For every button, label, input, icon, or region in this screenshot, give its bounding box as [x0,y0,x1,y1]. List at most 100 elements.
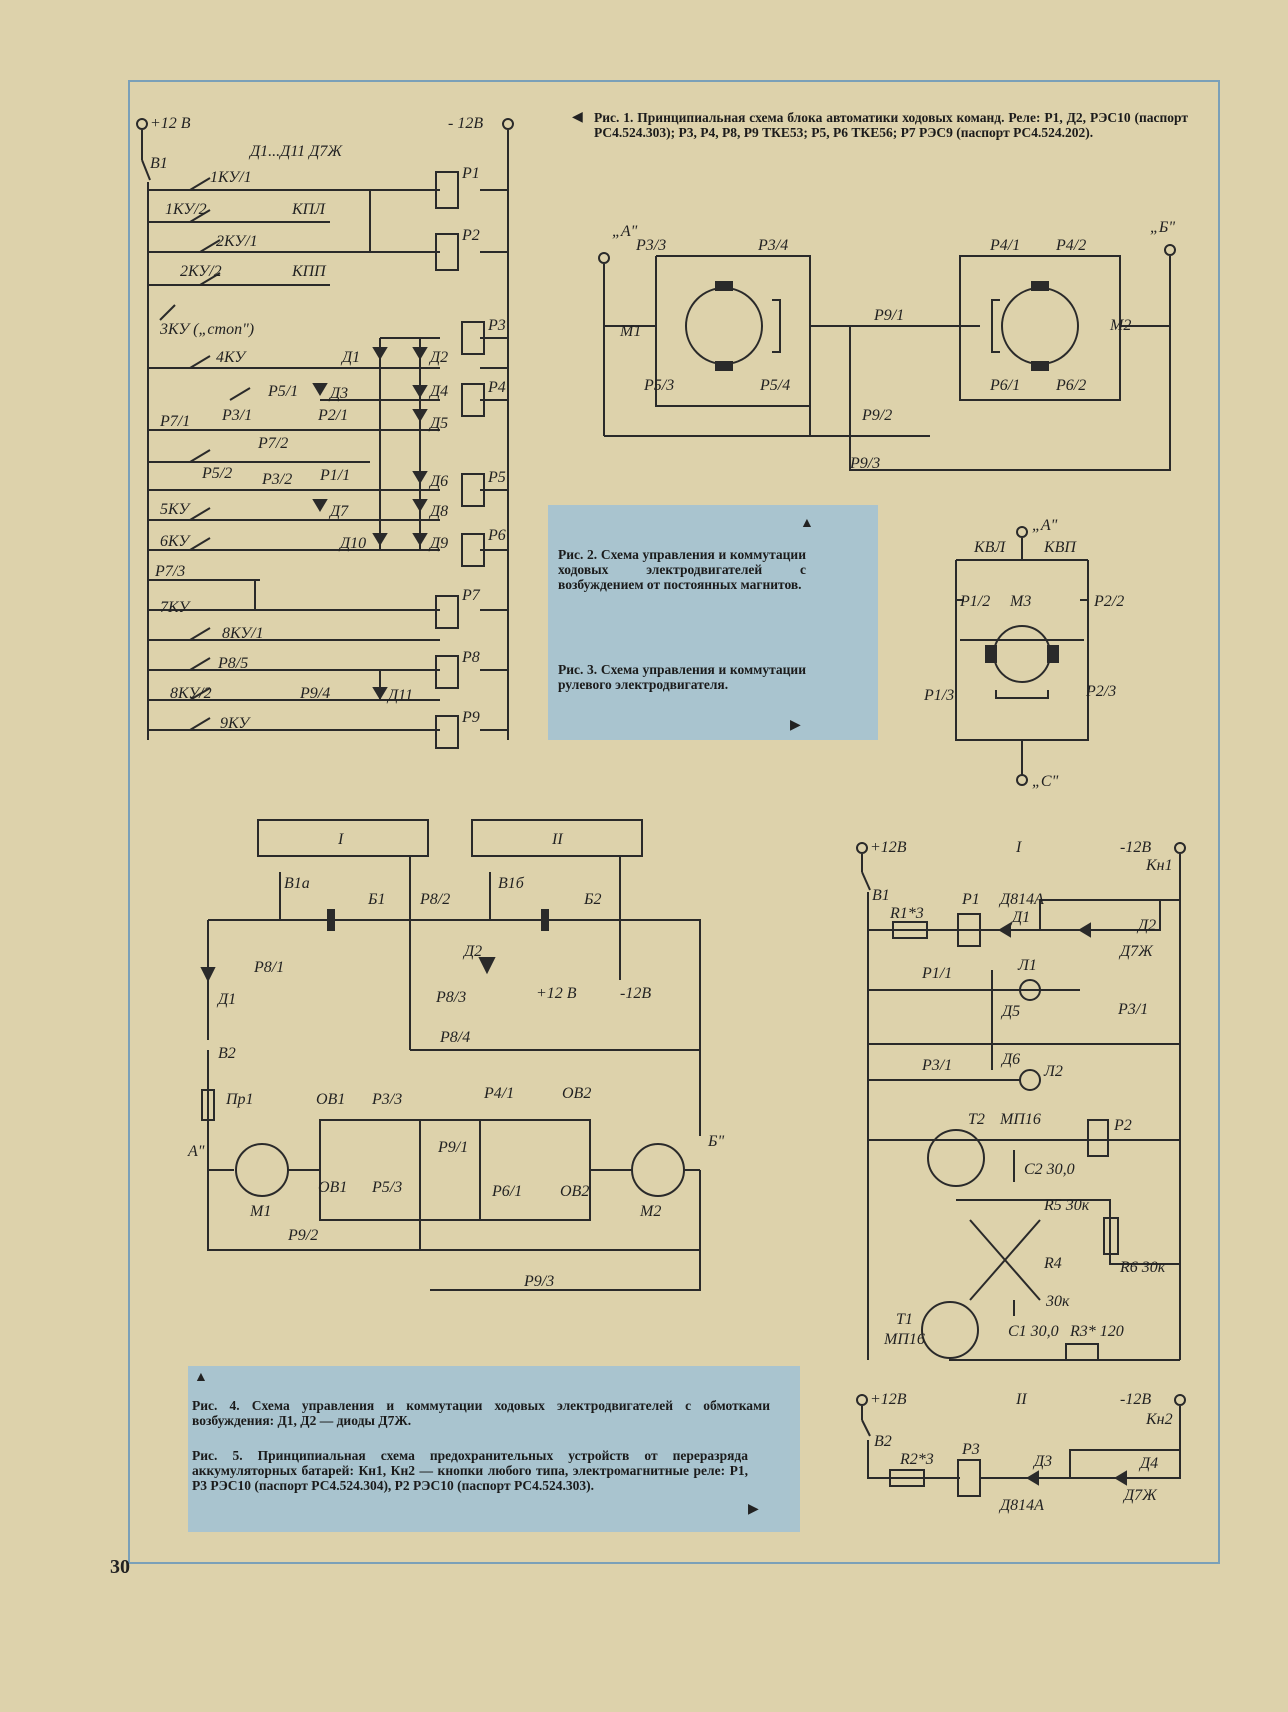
label-fig2-a: „А" [612,223,638,240]
label-fig5-d7zh-bottom: Д7Ж [1122,1487,1158,1504]
caption-fig1-arrow-icon: ◀ [572,108,583,124]
label-fig5-t2: Т2 [968,1111,985,1128]
label-fig5-d7zh-top: Д7Ж [1118,943,1154,960]
label-fig4-p8-4: Р8/4 [439,1029,470,1046]
label-fig1-b1: В1 [150,155,168,172]
label-fig4-pr1: Пр1 [225,1091,254,1108]
label-fig2-p5-4: Р5/4 [759,377,790,394]
label-fig4-b1b: В1б [498,875,525,892]
figure-4-motor-with-field: I II В1а В1б Б1 Б2 Р8/2 Д2 +12 В -12В Р8… [187,819,724,1291]
block-i [257,819,429,857]
label-fig1-7ky: 7КУ [160,599,191,616]
relay-coil-p9 [435,715,459,749]
label-fig2-p3-3: Р3/3 [635,237,666,254]
label-fig1-d1: Д1 [340,349,360,366]
label-fig3-p2-2: Р2/2 [1093,593,1124,610]
label-fig5-minus12-top: -12В [1120,839,1151,856]
caption-fig4: Рис. 4. Схема управления и коммутации хо… [192,1398,770,1428]
label-fig4-ob1-top: ОВ1 [316,1091,345,1108]
relay-coil-p2 [435,233,459,271]
caption-fig5-text: Рис. 5. Принципиальная схема предохранит… [192,1448,748,1493]
label-fig5-c1: С1 30,0 [1008,1323,1059,1340]
caption-fig1: Рис. 1. Принципиальная схема блока автом… [594,110,1188,140]
label-fig1-d5: Д5 [428,415,448,432]
figure-1-relay-logic: +12 В - 12В В1 Д1...Д11 Д7Ж 1КУ/1 1КУ/2 … [136,115,514,749]
caption-box-fig2-3 [548,505,878,740]
label-fig1-6ky: 6КУ [160,533,191,550]
label-fig5-d814a-top: Д814А [998,891,1044,908]
label-fig1-d6: Д6 [428,473,448,490]
motor-m3-fig3 [993,625,1051,683]
label-fig2-m2: М2 [1109,317,1131,334]
relay-coil-p5 [461,473,485,507]
label-fig2-p6-2: Р6/2 [1055,377,1086,394]
caption-fig2-arrow-icon: ▲ [800,514,814,530]
label-fig3-kvp: КВП [1043,539,1077,556]
label-fig1-5ky: 5КУ [160,501,191,518]
label-fig5-mp16-top: МП16 [999,1111,1041,1128]
label-fig3-c: „С" [1032,773,1059,790]
label-fig4-bat-b2: Б2 [583,891,601,908]
label-fig2-p6-1: Р6/1 [989,377,1020,394]
label-fig2-p9-3: Р9/3 [849,455,880,472]
figure-3-steering-motor: „А" КВЛ КВП Р1/2 М3 Р2/2 Р1/3 Р2/3 „С" [923,517,1124,790]
label-fig1-p1-1: Р1/1 [319,467,350,484]
label-fig4-ob1-bot: ОВ1 [318,1179,347,1196]
label-fig5-d2: Д2 [1136,917,1156,934]
label-fig5-r4-value: 30к [1045,1293,1070,1310]
page-frame [128,80,1220,1564]
caption-fig4-text: Рис. 4. Схема управления и коммутации хо… [192,1398,770,1428]
label-fig4-p9-3: Р9/3 [523,1273,554,1290]
label-fig1-1ky1: 1КУ/1 [210,169,252,186]
label-fig4-block-ii: II [551,831,563,848]
label-fig4-ob2-top: ОВ2 [562,1085,591,1102]
label-fig5-minus12-bottom: -12В [1120,1391,1151,1408]
label-fig3-p1-3: Р1/3 [923,687,954,704]
label-fig2-b: „Б" [1150,219,1175,236]
motor-m1-fig4 [235,1143,289,1197]
relay-coil-p4 [461,383,485,417]
label-fig4-p8-2: Р8/2 [419,891,450,908]
label-fig1-2ky1: 2КУ/1 [216,233,258,250]
label-fig5-b2: В2 [874,1433,892,1450]
label-fig5-kn1: Кн1 [1145,857,1173,874]
label-fig5-section-ii: II [1015,1391,1027,1408]
label-fig1-p5-1: Р5/1 [267,383,298,400]
block-ii [471,819,643,857]
label-fig5-d1: Д1 [1010,909,1030,926]
label-fig1-diodes: Д1...Д11 Д7Ж [248,143,343,160]
label-fig1-d7: Д7 [328,503,349,520]
label-fig5-r4: R4 [1043,1255,1062,1272]
caption-fig3-text: Рис. 3. Схема управления и коммутации ру… [558,662,806,692]
label-fig5-p3-1-right: Р3/1 [1117,1001,1148,1018]
terminal-plus12-fig1 [136,118,148,130]
label-fig5-p3: Р3 [961,1441,980,1458]
label-fig4-block-i: I [337,831,344,848]
label-fig1-p2: Р2 [461,227,480,244]
relay-coil-p6 [461,533,485,567]
label-fig4-ob2-bot: ОВ2 [560,1183,589,1200]
label-fig5-p1: Р1 [961,891,980,908]
label-fig2-p4-2: Р4/2 [1055,237,1086,254]
diode-d9 [412,533,428,546]
caption-fig3: Рис. 3. Схема управления и коммутации ру… [558,662,806,692]
label-fig4-b: Б" [707,1133,724,1150]
relay-coil-p3 [461,321,485,355]
label-fig1-9ky: 9КУ [220,715,251,732]
label-fig2-m1: М1 [619,323,641,340]
label-fig5-p3-1-left: Р3/1 [921,1057,952,1074]
label-fig5-p2: Р2 [1113,1117,1132,1134]
label-fig3-p1-2: Р1/2 [959,593,990,610]
label-fig3-p2-3: Р2/3 [1085,683,1116,700]
figure-2-motor-switching: „А" „Б" Р3/3 Р3/4 М1 Р5/3 Р5/4 Р9/1 Р9/2… [598,219,1176,472]
label-fig1-p8-5: Р8/5 [217,655,248,672]
label-fig2-p4-1: Р4/1 [989,237,1020,254]
label-fig4-p9-2: Р9/2 [287,1227,318,1244]
label-fig1-2ky2: 2КУ/2 [180,263,222,280]
label-fig1-d3: Д3 [328,385,348,402]
label-fig5-p1-1: Р1/1 [921,965,952,982]
motor-m2-fig2 [1001,287,1079,365]
label-fig1-plus12: +12 В [150,115,191,132]
